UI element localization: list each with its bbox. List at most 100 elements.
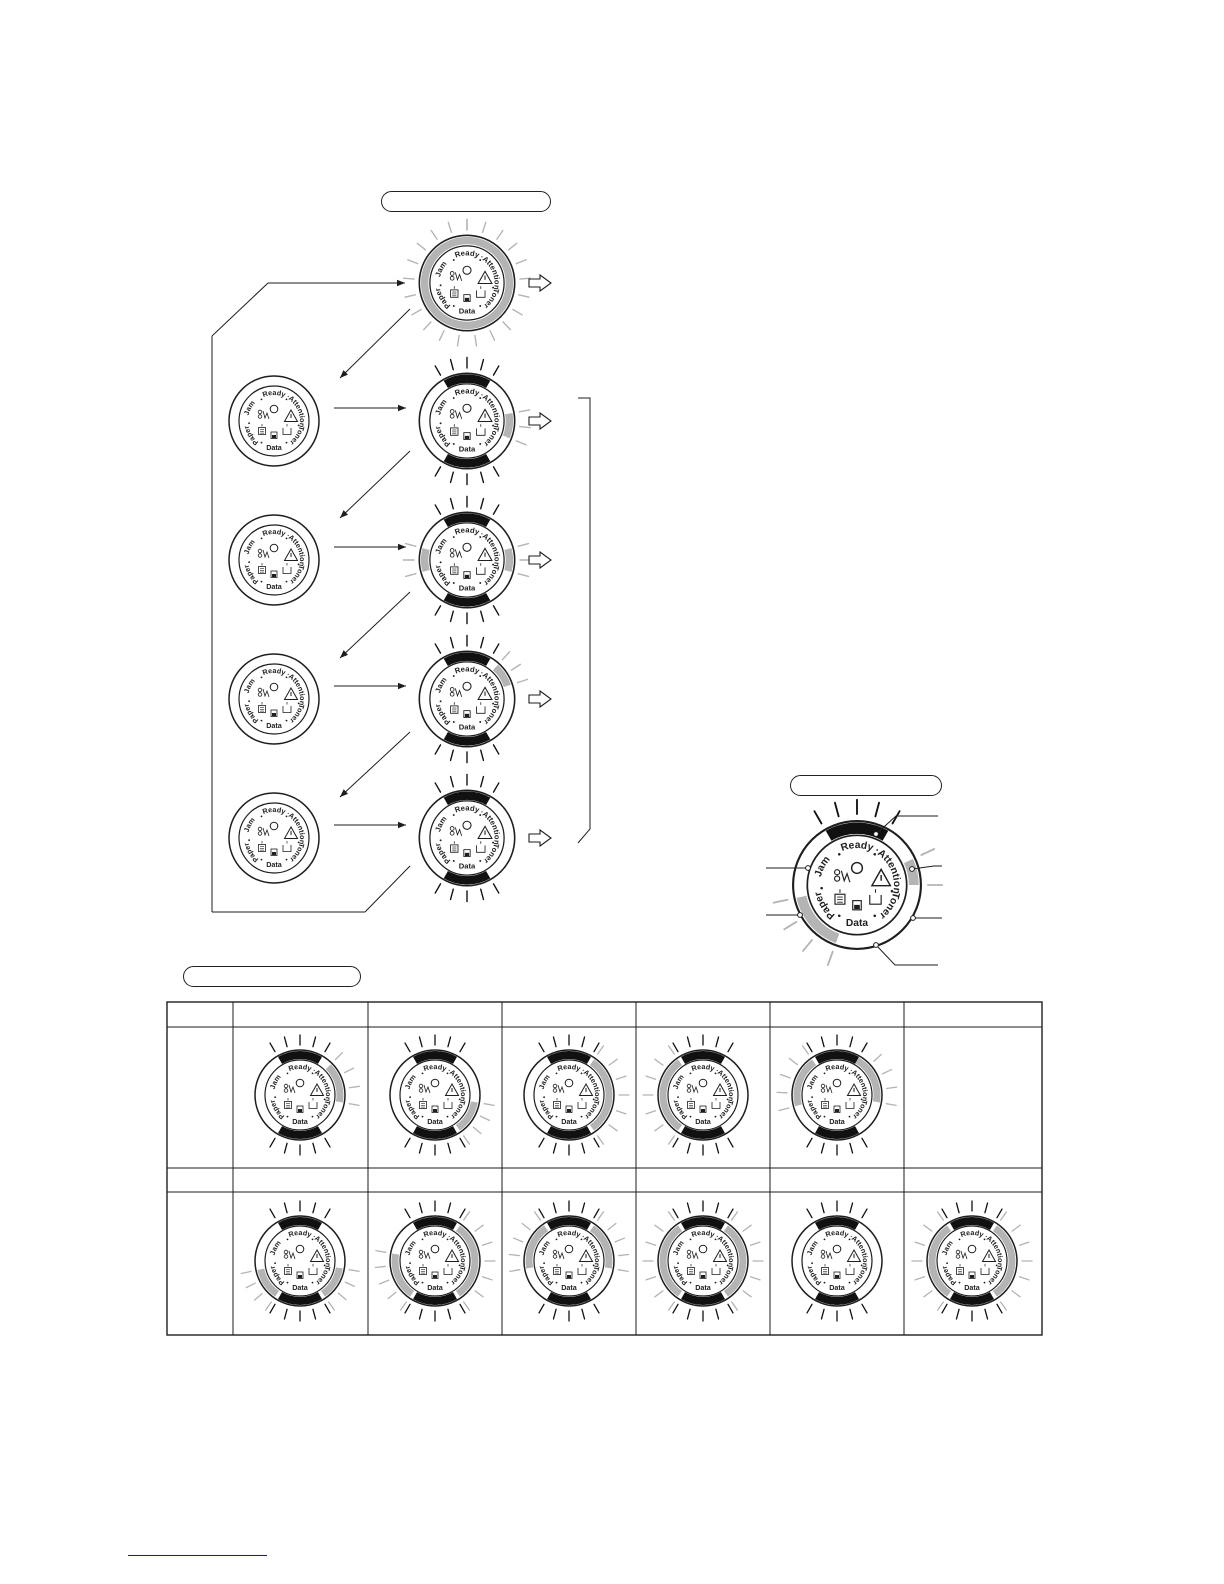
sequence-arrow-right-2-head [398,543,406,551]
separator-dot [248,422,250,425]
panel-inner-ring [399,1225,471,1297]
lit-ray [459,1042,466,1053]
blink-ray [245,1282,256,1289]
blink-ray [519,425,531,429]
separator-dot [439,422,442,425]
paper-tray-icon [284,1101,292,1109]
lit-ray [418,1142,423,1154]
panel-inner-ring [667,1225,739,1297]
blink-ray [481,221,487,234]
lit-ray [941,1303,948,1314]
lit-ray [538,1303,545,1314]
jam-icon [283,1249,289,1255]
lit-ray [861,1042,868,1053]
data-icon [565,1105,573,1113]
ready-circle-icon [462,403,472,413]
attention-triangle-icon [578,1248,594,1262]
blink-ray [507,242,518,251]
blink-ray [348,1103,360,1107]
sequence-arrow-right-1-head [398,404,406,412]
blink-ray [423,321,432,331]
jam-icon [449,409,455,414]
data-icon [463,432,471,440]
panel-heading-pill [790,775,942,796]
data-icon [565,1271,573,1279]
paper-tray-icon [553,1267,561,1275]
lit-ray [269,1042,276,1053]
label-data: Data [561,1117,578,1126]
group-bracket [577,397,591,844]
separator-dot [479,675,482,678]
blink-ray [597,1135,605,1145]
jam-zigzag [454,410,463,420]
blink-ray [597,1211,605,1221]
jam-icon [552,1083,558,1089]
jam-zigzag [825,1250,833,1260]
separator-dot [860,1264,863,1267]
lit-ray [593,1303,600,1314]
lit-ray [434,782,442,793]
separator-dot [479,814,482,817]
paper-tray-icon [258,427,266,435]
lit-band [443,374,491,388]
ready-circle-icon [430,1244,440,1254]
lit-ray [727,1303,734,1314]
separator-dot [285,858,288,861]
separator-dot [689,1115,692,1118]
paper-tray-icon [258,705,266,713]
separator-dot [555,1115,558,1118]
leader-data [875,944,938,966]
panel-inner-ring [667,1059,739,1131]
ready-circle-icon [462,681,472,691]
lit-ray [593,1208,600,1219]
lit-ray [449,497,454,510]
paper-tray-icon [687,1267,695,1275]
separator-dot [311,1238,314,1241]
sequence-heading-pill [381,191,551,212]
attention-triangle-icon [578,1082,594,1096]
lit-ray [404,1303,411,1314]
separator-dot [248,839,250,842]
lit-ray [820,1202,825,1214]
attention-triangle-icon [283,547,299,561]
lit-band [413,1051,457,1064]
data-icon [296,1271,304,1279]
blink-ray [348,1085,361,1089]
lit-ray [849,1202,854,1214]
lit-ray [672,1208,679,1219]
data-icon-fill [298,1109,302,1112]
attention-triangle-icon [870,867,892,887]
data-icon [463,710,471,718]
data-icon-fill [464,435,470,440]
separator-dot [823,1072,826,1075]
separator-dot [890,889,894,893]
toner-icon [476,567,486,575]
data-icon-fill [433,1109,437,1112]
lit-ray [984,1308,989,1320]
label-ready: Ready [959,1228,985,1239]
lit-ray [672,1303,679,1314]
lit-band [681,1217,725,1230]
separator-dot [860,1098,863,1101]
lit-band [413,1292,457,1305]
separator-dot [811,1262,813,1265]
toner-icon [308,1268,318,1275]
ready-circle-icon [430,1078,440,1088]
jam-icon [833,869,841,876]
lit-band [278,1126,322,1139]
ready-circle-icon [564,1078,574,1088]
data-icon-fill [567,1275,571,1278]
attention-triangle-icon [283,825,299,839]
label-data: Data [829,1117,846,1126]
blink-ray [615,1075,627,1080]
panel-inner-ring [429,661,505,737]
separator-dot [421,1072,424,1075]
separator-dot [439,561,442,564]
label-data: Data [561,1283,578,1292]
data-icon-fill [464,713,470,718]
separator-dot [452,442,455,445]
